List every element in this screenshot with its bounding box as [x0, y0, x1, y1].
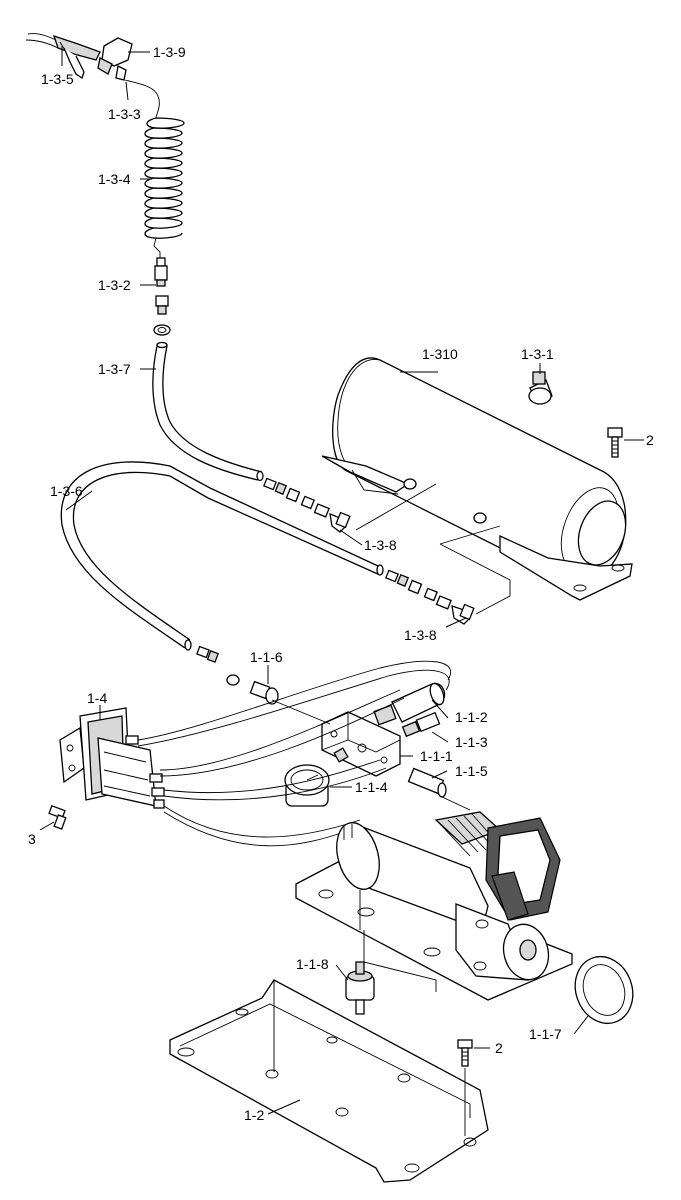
coil-hose-lead: [124, 79, 160, 119]
label-1-1-7: 1-1-7: [529, 1026, 562, 1042]
coil-hose: [144, 117, 185, 258]
label-2-tank-bolt: 2: [646, 432, 654, 448]
manifold-block: [321, 711, 401, 777]
part-labels: 1-3-5 1-3-9 1-3-3 1-3-4 1-3-2 1-3-7 1-31…: [28, 44, 654, 1123]
label-1-3-6: 1-3-6: [50, 483, 83, 499]
compressor-motor: [336, 822, 489, 931]
label-1-1-2: 1-1-2: [455, 709, 488, 725]
label-3: 3: [28, 831, 36, 847]
label-1-3-8-lower: 1-3-8: [404, 627, 437, 643]
pressure-gauge-1-1-4: [284, 747, 349, 807]
fittings-upper-row: [263, 477, 351, 533]
isolator-leader: [363, 930, 437, 992]
label-1-310: 1-310: [422, 346, 458, 362]
o-ring-washer: [153, 324, 171, 336]
adapter-fitting: [155, 295, 169, 315]
label-2-base-bolt: 2: [495, 1040, 503, 1056]
hose-1-3-7-inner: [162, 345, 263, 473]
label-1-3-4: 1-3-4: [98, 171, 131, 187]
mounting-base-1-2: [169, 979, 489, 1183]
fitting-1-1-5: [407, 767, 447, 798]
quick-coupler: [97, 37, 133, 81]
fittings-gauge-side: [196, 645, 240, 686]
label-1-1-4: 1-1-4: [355, 779, 388, 795]
label-1-3-1: 1-3-1: [521, 346, 554, 362]
label-1-1-6: 1-1-6: [250, 649, 283, 665]
air-tank: [321, 357, 633, 601]
label-1-1-5: 1-1-5: [455, 763, 488, 779]
assembly-lines: [271, 483, 511, 930]
leader-lines: [39, 46, 644, 1115]
air-blow-gun: [25, 33, 101, 80]
isolator-1-1-8: [345, 961, 375, 1015]
label-1-1-8: 1-1-8: [296, 956, 329, 972]
air-filter-1-1-7: [574, 955, 634, 1025]
fitting-1-1-3: [401, 711, 441, 738]
tank-drain-plug-1-3-1: [528, 371, 553, 405]
label-1-3-7: 1-3-7: [98, 361, 131, 377]
wire-harness: [137, 660, 451, 847]
hose-end-fitting: [154, 257, 168, 287]
label-1-3-3: 1-3-3: [108, 106, 141, 122]
screw-3: [48, 805, 67, 830]
hose-1-3-6-inner: [72, 471, 381, 641]
fitting-1-1-6: [249, 680, 279, 705]
compressor-cylinder: [455, 903, 550, 981]
hose-1-3-7-outer: [152, 345, 259, 481]
label-1-3-5: 1-3-5: [41, 71, 74, 87]
label-1-4: 1-4: [87, 690, 107, 706]
base-bolt-2: [457, 1039, 473, 1136]
compressor-head: [434, 811, 561, 921]
label-1-3-8-upper: 1-3-8: [364, 537, 397, 553]
tank-bolt-2: [607, 427, 623, 458]
label-1-1-1: 1-1-1: [420, 748, 453, 764]
pressure-switch-1-1-2: [373, 682, 446, 726]
label-1-3-2: 1-3-2: [98, 277, 131, 293]
relay-bracket-1-4: [59, 707, 165, 809]
label-1-3-9: 1-3-9: [153, 44, 186, 60]
label-1-2: 1-2: [244, 1107, 264, 1123]
fittings-lower-row: [385, 569, 475, 625]
label-1-1-3: 1-1-3: [455, 734, 488, 750]
hose-1-3-6-outer: [60, 461, 379, 649]
